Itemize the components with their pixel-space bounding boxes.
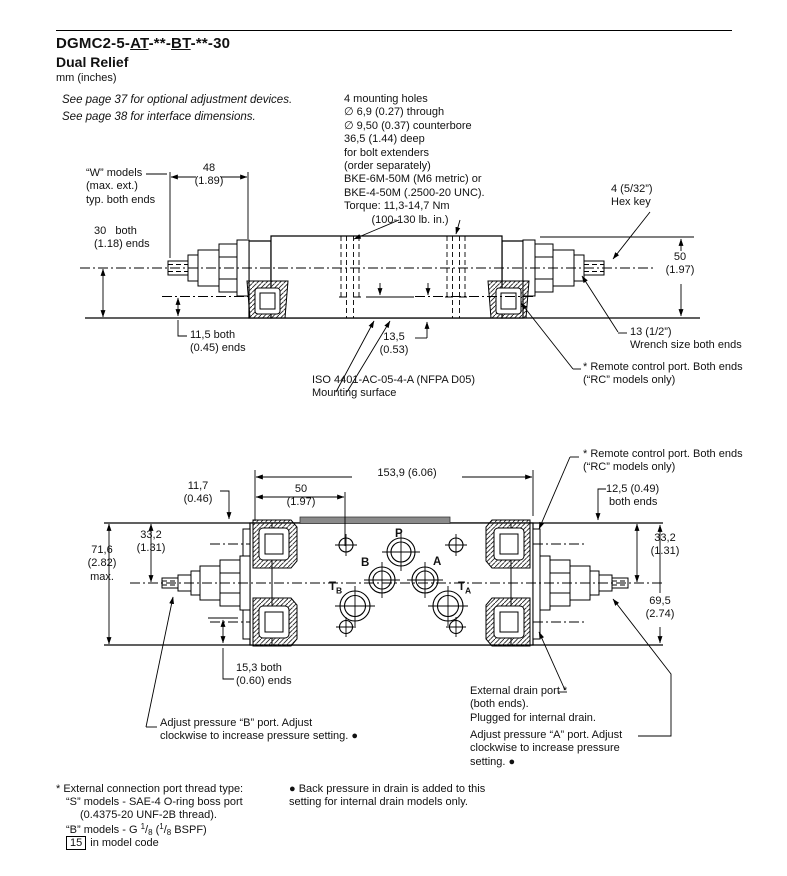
port-tb-sub: B xyxy=(336,585,343,596)
units-note: mm (inches) xyxy=(56,72,117,84)
header-rule xyxy=(56,30,732,31)
dim-33-2-right-label: 33,2 (1.31) xyxy=(650,532,680,558)
dim-48-label: 48 (1.89) xyxy=(194,162,224,188)
back-pressure-note: ● Back pressure in drain is added to thi… xyxy=(289,783,486,809)
see-page-38-note: See page 38 for interface dimensions. xyxy=(62,111,256,123)
port-b-label: B xyxy=(361,557,370,569)
dim-153-9 xyxy=(255,470,533,521)
thread-type-note-line2: “S” models - SAE-4 O-ring boss port xyxy=(66,796,243,808)
frac-num: 1 xyxy=(159,822,164,831)
valve-body xyxy=(271,236,502,318)
dim-15-3 xyxy=(208,618,238,679)
dim-50-bottom-label: 50 (1.97) xyxy=(286,483,316,509)
see-page-37-note: See page 37 for optional adjustment devi… xyxy=(62,94,293,106)
bolt-hole-left xyxy=(339,236,361,318)
wrench-size-label: 13 (1/2”) Wrench size both ends xyxy=(630,326,742,352)
thread-type-note-line1: * External connection port thread type: xyxy=(56,783,244,795)
frac-den: 8 xyxy=(166,828,172,837)
fraction-one-eighth: 1/8 xyxy=(140,822,153,837)
w-models-label: “W” models (max. ext.) typ. both ends xyxy=(86,167,156,206)
fraction-one-eighth: 1/8 xyxy=(159,822,172,837)
adjust-b-label: Adjust pressure “B” port. Adjust clockwi… xyxy=(160,717,359,743)
dim-30-label: 30 both (1.18) ends xyxy=(94,225,150,251)
model-code-box: 15 xyxy=(66,836,87,850)
dim-11-7-bracket xyxy=(220,491,232,520)
bspf-post: BSPF) xyxy=(171,824,207,836)
fitting-top-right xyxy=(486,520,530,568)
thread-type-note-line3: (0.4375-20 UNF-2B thread). xyxy=(80,809,217,821)
page-subtitle: Dual Relief xyxy=(56,54,129,70)
port-p-label: P xyxy=(395,528,403,540)
title-part: -**-30 xyxy=(190,35,231,52)
remote-port-leader-top xyxy=(521,302,581,369)
dim-48 xyxy=(170,172,248,258)
hex-key-label: 4 (5/32”) Hex key xyxy=(611,183,653,209)
page-title: DGMC2-5-AT-**-BT-**-30 xyxy=(56,35,230,52)
bspf-mid: ( xyxy=(152,824,160,836)
dim-71-6-label: 71,6 (2.82) max. xyxy=(87,544,117,583)
mounting-holes-note: 4 mounting holes ∅ 6,9 (0.27) through ∅ … xyxy=(344,93,485,226)
ports xyxy=(335,533,468,637)
iso-leaders xyxy=(336,320,390,392)
remote-port-label-bottom: * Remote control port. Both ends (“RC” m… xyxy=(583,448,743,474)
subplate-edge xyxy=(300,517,450,524)
adjust-a-label: Adjust pressure “A” port. Adjust clockwi… xyxy=(470,729,623,768)
right-remote-port-fitting xyxy=(488,281,529,318)
drain-leader xyxy=(539,631,567,692)
remote-port-leader-bottom xyxy=(539,457,579,530)
adjust-b-leader xyxy=(146,596,175,727)
dim-15-3-label: 15,3 both (0.60) ends xyxy=(236,662,292,688)
fitting-bottom-left xyxy=(253,598,297,646)
dim-12-5-label: 12,5 (0.49) both ends xyxy=(606,483,660,509)
thread-type-note-line4: “B” models - G 1/8 (1/8 BSPF) xyxy=(66,822,207,838)
dim-33-2-left-label: 33,2 (1.31) xyxy=(136,529,166,555)
title-part-underlined: BT xyxy=(171,35,191,52)
frac-den: 8 xyxy=(148,828,153,837)
bspf-pre: “B” models - G xyxy=(66,824,141,836)
dim-12-5-bracket xyxy=(595,489,606,521)
external-drain-label: External drain port * (both ends). Plugg… xyxy=(470,685,596,724)
hex-key-leader xyxy=(613,212,650,260)
adjust-a-leader xyxy=(613,598,671,736)
title-part: DGMC2-5- xyxy=(56,35,131,52)
dim-153-9-label: 153,9 (6.06) xyxy=(377,467,437,479)
port-tb-label: TB xyxy=(329,581,342,595)
port-ta-main: T xyxy=(458,581,466,593)
model-code-text: in model code xyxy=(90,837,159,849)
dim-11-7-label: 11,7 (0.46) xyxy=(183,480,213,506)
dim-50-bottom xyxy=(255,492,345,546)
title-part-underlined: AT xyxy=(130,35,149,52)
dim-69-5-label: 69,5 (2.74) xyxy=(636,595,684,622)
dim-50-top-label: 50 (1.97) xyxy=(656,251,704,278)
port-a-label: A xyxy=(433,556,442,568)
bolt-hole-right xyxy=(445,236,467,318)
mounting-holes-leaders xyxy=(353,220,460,239)
remote-port-label-top: * Remote control port. Both ends (“RC” m… xyxy=(583,361,743,387)
port-ta-sub: A xyxy=(465,585,472,596)
dim-11-5-label: 11,5 both (0.45) ends xyxy=(190,329,246,355)
dim-13-5 xyxy=(415,283,431,338)
dim-11-5 xyxy=(175,297,187,336)
iso-mounting-surface-label: ISO 4401-AC-05-4-A (NFPA D05) Mounting s… xyxy=(312,374,476,400)
fitting-top-left xyxy=(253,520,297,568)
dim-13-5-label: 13,5 (0.53) xyxy=(379,331,409,357)
title-part: -**- xyxy=(148,35,172,52)
port-tb-main: T xyxy=(329,581,337,593)
left-remote-port-fitting xyxy=(247,281,288,318)
port-ta-label: TA xyxy=(458,581,471,595)
bottom-view-drawing xyxy=(104,457,671,736)
top-view-drawing xyxy=(80,172,700,392)
fitting-bottom-right xyxy=(486,598,530,646)
wrench-leader xyxy=(582,275,627,333)
frac-num: 1 xyxy=(140,822,146,831)
